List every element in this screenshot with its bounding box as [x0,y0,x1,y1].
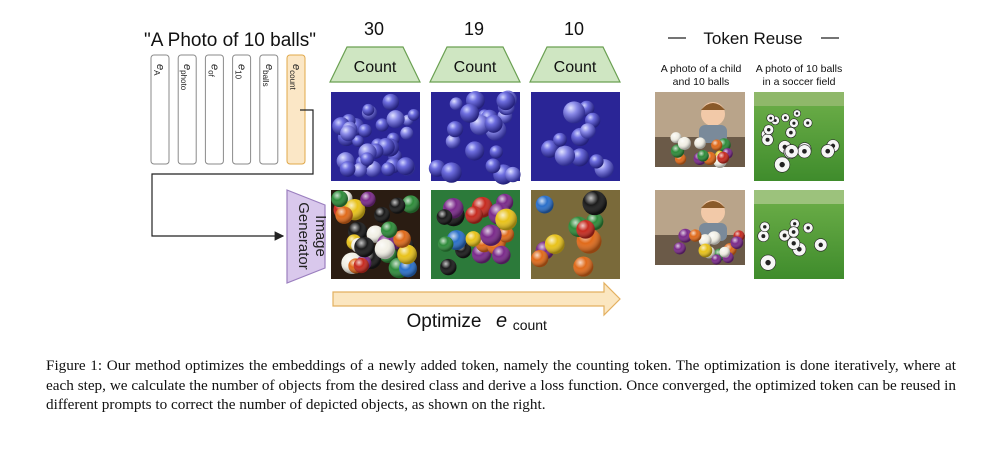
image-generator-block: Image Generator [286,189,329,284]
reuse-prompt-2-line2: in a soccer field [763,76,836,88]
generator-label-line2: Generator [295,202,312,270]
figure-caption: Figure 1: Our method optimizes the embed… [46,357,956,413]
optimize-label: Optimize [407,311,482,332]
optimize-token-base: e [496,310,507,332]
generated-image [431,190,520,279]
optimize-arrow: Optimize e count [332,281,621,333]
generated-image [331,190,420,279]
count-space-image [428,90,521,185]
reuse-prompt-2-line1: A photo of 10 balls [756,63,842,75]
count-label: Count [454,59,497,76]
token-label: ephoto [179,64,193,91]
token-label: ecount [288,64,302,90]
optimize-token-sub: count [513,317,547,333]
count-block [529,46,621,83]
token-label: eof [206,64,220,78]
token-box-count: ecount [286,54,306,165]
count-value: 10 [564,19,584,39]
count-block [329,46,421,83]
generator-label-line1: Image [312,215,329,257]
reuse-prompt-1-line2: and 10 balls [673,76,730,88]
generated-image [531,190,620,279]
count-space-image [331,92,420,181]
reuse-prompt-1-line1: A photo of a child [661,63,742,75]
count-space-image [531,92,620,181]
reuse-child-image [655,190,745,265]
reuse-child-image [655,92,745,168]
token-reuse-title: Token Reuse [703,29,802,48]
optimize-token: e count [496,310,547,333]
token-label: eballs [261,64,275,87]
token-box-of: eof [204,54,224,165]
token-label: e10 [234,64,248,80]
reuse-image-grid [655,92,844,279]
token-reuse-section: Token Reuse A photo of a child and 10 ba… [661,29,842,88]
token-boxes: eA ephoto eof e10 eballs ecount [150,54,306,165]
count-label: Count [554,59,597,76]
image-grid [331,90,620,279]
token-box-A: eA [150,54,170,165]
token-box-10: e10 [232,54,252,165]
prompt-title: "A Photo of 10 balls" [144,30,316,51]
reuse-soccer-image [754,92,844,181]
count-block [429,46,521,83]
token-label: eA [152,64,166,76]
reuse-soccer-image [754,190,844,279]
count-value: 19 [464,19,484,39]
count-label: Count [354,59,397,76]
token-box-photo: ephoto [177,54,197,165]
token-box-balls: eballs [259,54,279,165]
token-to-generator-connector [151,109,314,241]
count-value: 30 [364,19,384,39]
